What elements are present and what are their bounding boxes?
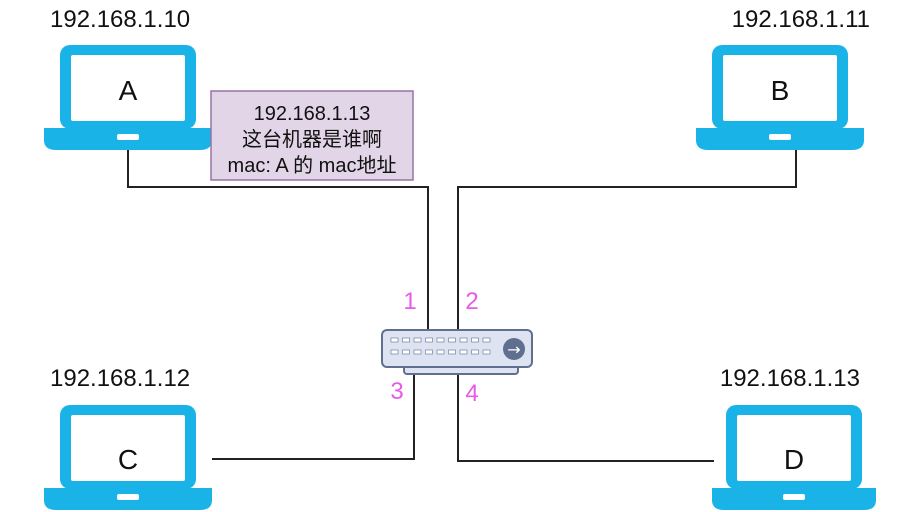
host-b-letter: B bbox=[771, 75, 790, 106]
host-d-letter: D bbox=[784, 444, 804, 475]
network-switch: → bbox=[381, 329, 533, 375]
port-label-4: 4 bbox=[465, 380, 478, 407]
host-c-ip: 192.168.1.12 bbox=[50, 365, 190, 392]
port-label-2: 2 bbox=[465, 288, 478, 315]
host-d: 192.168.1.13 D bbox=[712, 365, 876, 510]
switch-port-led bbox=[413, 337, 422, 343]
host-c-letter: C bbox=[118, 444, 138, 475]
host-b: 192.168.1.11 B bbox=[696, 6, 870, 150]
host-a-ip: 192.168.1.10 bbox=[50, 6, 190, 33]
wires bbox=[127, 150, 797, 462]
host-c: 192.168.1.12 C bbox=[44, 365, 212, 510]
wire-d-to-port-4 bbox=[457, 372, 714, 462]
note-line-mac: mac: A 的 mac地址 bbox=[228, 154, 397, 177]
laptop-icon bbox=[712, 405, 876, 510]
switch-port-led bbox=[425, 337, 433, 343]
laptop-icon bbox=[44, 405, 212, 510]
wire-c-to-port-3 bbox=[212, 372, 415, 460]
note-line-question: 这台机器是谁啊 bbox=[242, 128, 382, 151]
switch-port-led bbox=[459, 337, 468, 343]
host-b-ip: 192.168.1.11 bbox=[732, 6, 870, 33]
port-label-3: 3 bbox=[390, 378, 403, 405]
switch-port-led bbox=[413, 349, 422, 355]
wire-b-to-port-2 bbox=[457, 150, 797, 330]
switch-port-led bbox=[390, 349, 399, 355]
switch-port-leds bbox=[390, 337, 491, 355]
port-label-1: 1 bbox=[403, 288, 416, 315]
switch-port-led bbox=[459, 349, 468, 355]
switch-port-led bbox=[390, 337, 399, 343]
arp-request-note: 192.168.1.13 这台机器是谁啊 mac: A 的 mac地址 bbox=[210, 90, 414, 181]
switch-port-led bbox=[471, 349, 479, 355]
switch-port-led bbox=[448, 349, 456, 355]
note-box bbox=[210, 90, 414, 181]
switch-arrow-icon: → bbox=[507, 340, 520, 359]
host-a-letter: A bbox=[119, 75, 138, 106]
switch-port-led bbox=[425, 349, 433, 355]
switch-port-led bbox=[482, 349, 491, 355]
switch-port-led bbox=[402, 349, 410, 355]
switch-port-led bbox=[448, 337, 456, 343]
switch-port-led bbox=[436, 337, 445, 343]
switch-port-led bbox=[482, 337, 491, 343]
host-d-ip: 192.168.1.13 bbox=[720, 365, 860, 392]
switch-port-led bbox=[471, 337, 479, 343]
switch-icon bbox=[381, 329, 533, 375]
host-a: 192.168.1.10 A bbox=[44, 6, 212, 150]
switch-port-led bbox=[402, 337, 410, 343]
laptop-icon bbox=[44, 45, 212, 150]
note-line-ip: 192.168.1.13 bbox=[254, 103, 371, 125]
laptop-icon bbox=[696, 45, 864, 150]
wire-a-to-port-1 bbox=[127, 150, 429, 330]
switch-port-led bbox=[436, 349, 445, 355]
port-labels: 1 2 3 4 bbox=[390, 288, 478, 407]
